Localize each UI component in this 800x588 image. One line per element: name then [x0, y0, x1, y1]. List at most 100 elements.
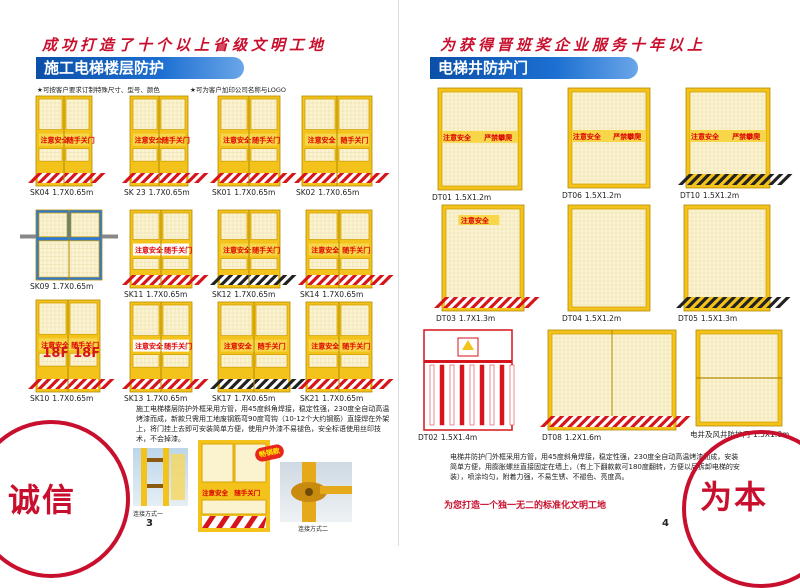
svg-text:随手关门: 随手关门 [252, 136, 280, 145]
left-page-number: 3 [146, 518, 153, 529]
svg-text:注意安全: 注意安全 [135, 136, 164, 145]
product-code: SK09 [30, 282, 50, 291]
product-code: SK02 [296, 188, 316, 197]
connection-photo-2 [280, 462, 352, 522]
right-door-image [684, 204, 800, 312]
svg-text:随手关门: 随手关门 [341, 136, 369, 145]
left-door-image: 注意安全随手关门 [302, 95, 406, 187]
product-code: DT10 [680, 191, 700, 200]
product-code: SK14 [300, 290, 320, 299]
right-product-5 [567, 204, 651, 312]
product-code: SK11 [124, 290, 144, 299]
product-size: 1.7X1.3m [458, 314, 496, 323]
svg-text:注意安全: 注意安全 [223, 246, 252, 255]
product-size: 1.5X1.2m [702, 191, 740, 200]
product-size: 1.7X0.65m [148, 188, 190, 197]
svg-text:注意安全: 注意安全 [573, 132, 602, 141]
svg-text:随手关门: 随手关门 [162, 136, 190, 145]
product-code: SK01 [212, 188, 232, 197]
left-product-10: 注意安全随手关门 [130, 301, 192, 393]
right-door-image [695, 329, 783, 427]
svg-text:注意安全: 注意安全 [443, 133, 472, 142]
left-door-image: 注意安全随手关门 [218, 209, 314, 289]
product-size: 1.7X0.65m [322, 394, 364, 403]
product-size: 1.5X1.2m [454, 193, 492, 202]
svg-text:严禁攀爬: 严禁攀爬 [612, 132, 642, 141]
svg-text:严禁攀爬: 严禁攀爬 [731, 132, 761, 141]
svg-text:严禁攀爬: 严禁攀爬 [483, 133, 513, 142]
right-product-7 [423, 329, 515, 431]
left-product-2: 注意安全随手关门 [130, 95, 190, 187]
svg-text:注意安全: 注意安全 [40, 136, 69, 145]
product-code: SK17 [212, 394, 232, 403]
left-product-6: 注意安全随手关门 [130, 209, 192, 289]
product-code: DT08 [542, 433, 562, 442]
left-product-7: 注意安全随手关门 [218, 209, 280, 289]
svg-text:注意安全: 注意安全 [311, 246, 340, 255]
product-code: 电井及风井防护门 [690, 430, 750, 439]
product-size: 1.7X0.65m [234, 394, 276, 403]
right-product-4: 注意安全 [442, 204, 524, 312]
right-section-banner: 电梯井防护门 [430, 57, 638, 79]
left-product-1: 注意安全随手关门 [36, 95, 92, 187]
product-code: SK04 [30, 188, 50, 197]
right-tagline: 为您打造一个独一无二的标准化文明工地 [444, 501, 607, 511]
left-product-12: 注意安全随手关门 [306, 301, 372, 393]
svg-text:18F: 18F [73, 346, 100, 361]
left-section-banner: 施工电梯楼层防护 [36, 57, 244, 79]
svg-text:随手关门: 随手关门 [252, 246, 280, 255]
svg-text:随手关门: 随手关门 [164, 246, 192, 255]
svg-text:随手关门: 随手关门 [342, 246, 370, 255]
left-door-image: 注意安全随手关门 [130, 209, 226, 289]
left-product-11: 注意安全随手关门 [218, 301, 290, 393]
left-page: 成功打造了十个以上省级文明工地 施工电梯楼层防护 ★可按客户要求订制特殊尺寸、型… [0, 0, 399, 578]
svg-text:随手关门: 随手关门 [71, 340, 99, 349]
right-product-6 [684, 204, 770, 312]
svg-text:注意安全: 注意安全 [461, 216, 490, 225]
product-size: 1.5X1.2m [584, 191, 622, 200]
left-door-image: 注意安全随手关门 [218, 301, 324, 393]
right-product-3: 注意安全严禁攀爬 [686, 87, 770, 189]
right-door-image: 注意安全严禁攀爬 [686, 87, 800, 189]
right-door-image [567, 204, 651, 312]
product-code: DT01 [432, 193, 452, 202]
product-size: 1.5X1.3m [700, 314, 738, 323]
left-door-image [20, 209, 118, 281]
right-slogan: 为获得晋班奖企业服务十年以上 [440, 36, 707, 54]
svg-text:随手关门: 随手关门 [164, 342, 192, 351]
custom-size-note: ★可按客户要求订制特殊尺寸、型号、颜色 [37, 86, 160, 94]
right-door-image [548, 329, 710, 431]
right-product-8 [548, 329, 676, 431]
product-size: 1.5X1.4m [440, 433, 478, 442]
product-code: SK21 [300, 394, 320, 403]
product-size: 1.7X0.65m [318, 188, 360, 197]
product-code: SK13 [124, 394, 144, 403]
svg-text:注意安全: 注意安全 [41, 340, 70, 349]
svg-text:注意安全: 注意安全 [135, 246, 164, 255]
product-code: DT05 [678, 314, 698, 323]
product-size: 1.7X0.65m [322, 290, 364, 299]
svg-text:随手关门: 随手关门 [342, 342, 370, 351]
svg-text:注意安全: 注意安全 [308, 136, 337, 145]
product-size: 1.7X0.65m [52, 282, 94, 291]
right-product-1: 注意安全 严禁攀爬 [437, 87, 523, 191]
svg-text:注意安全: 注意安全 [223, 136, 252, 145]
